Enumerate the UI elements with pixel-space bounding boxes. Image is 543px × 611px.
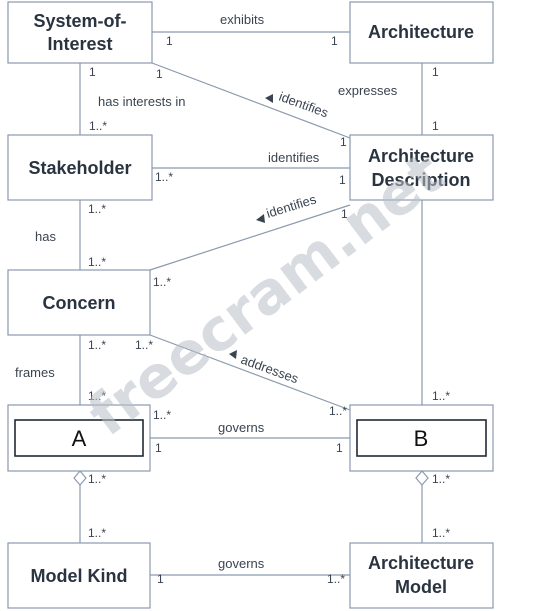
box-model-kind-label: Model Kind: [31, 566, 128, 586]
mult-expresses-top: 1: [432, 65, 439, 79]
mult-soi-ad-top: 1: [156, 67, 163, 81]
box-system-of-interest-line2: Interest: [47, 34, 112, 54]
box-a-label: A: [72, 426, 87, 451]
label-frames: frames: [15, 365, 55, 380]
label-identifies-stakeholder: identifies: [268, 150, 320, 165]
label-governs-model: governs: [218, 556, 265, 571]
box-system-of-interest-line1: System-of-: [33, 11, 126, 31]
box-architecture-label: Architecture: [368, 22, 474, 42]
box-architecture-description: [349, 134, 494, 201]
mult-concern-ad-left: 1..*: [153, 275, 171, 289]
mult-soi-stakeholder-top: 1: [89, 65, 96, 79]
box-architecture-description-line2: Description: [371, 170, 470, 190]
label-governs-ab: governs: [218, 420, 265, 435]
mult-soi-ad-bottom: 1: [340, 135, 347, 149]
mult-frames-top: 1..*: [88, 338, 106, 352]
box-concern: [7, 269, 151, 336]
mult-governs-ab-left: 1: [155, 441, 162, 455]
box-architecture-model-line1: Architecture: [368, 553, 474, 573]
aggregation-diamond-a: [73, 470, 87, 486]
mult-governs-model-right: 1..*: [327, 572, 345, 586]
mult-governs-ab-right: 1: [336, 441, 343, 455]
mult-expresses-bottom: 1: [432, 119, 439, 133]
label-identifies-soi: identifies: [277, 89, 331, 121]
mult-a-modelkind-top: 1..*: [88, 472, 106, 486]
mult-ad-b-bottom: 1..*: [432, 389, 450, 403]
edge-concern-ad: [149, 204, 351, 271]
aggregation-diamond-b: [415, 470, 429, 486]
mult-exhibits-soi: 1: [166, 34, 173, 48]
mult-b-model-top: 1..*: [432, 472, 450, 486]
box-stakeholder: [7, 134, 153, 201]
box-architecture: [349, 1, 494, 64]
mult-addresses-right: 1..*: [329, 404, 347, 418]
box-model-kind: [7, 542, 151, 609]
box-b-inner: [356, 419, 487, 457]
mult-frames-bottom: 1..*: [88, 389, 106, 403]
box-stakeholder-label: Stakeholder: [28, 158, 131, 178]
box-architecture-model-line2: Model: [395, 577, 447, 597]
mult-b-model-bottom: 1..*: [432, 526, 450, 540]
mult-governs-model-left: 1: [157, 572, 164, 586]
label-addresses: addresses: [239, 352, 301, 387]
label-has-interests-in: has interests in: [98, 94, 185, 109]
mult-stakeholder-concern-top: 1..*: [88, 202, 106, 216]
box-architecture-model: [349, 542, 494, 609]
mult-stakeholder-ad-right: 1: [339, 173, 346, 187]
label-has: has: [35, 229, 56, 244]
label-identifies-concern: identifies: [264, 191, 318, 220]
arrow-addresses-icon: [229, 350, 237, 359]
edge-soi-ad: [151, 62, 351, 139]
mult-concern-ad-right: 1: [341, 207, 348, 221]
mult-stakeholder-ad-left: 1..*: [155, 170, 173, 184]
edge-addresses: [149, 334, 351, 411]
label-exhibits: exhibits: [220, 12, 265, 27]
mult-governs-ab-left-top: 1..*: [153, 408, 171, 422]
arrow-identifies-soi-icon: [265, 94, 273, 103]
box-b-label: B: [414, 426, 429, 451]
box-system-of-interest: [7, 1, 153, 64]
mult-stakeholder-concern-bottom: 1..*: [88, 255, 106, 269]
box-architecture-description-line1: Architecture: [368, 146, 474, 166]
mult-soi-stakeholder-bottom: 1..*: [89, 119, 107, 133]
box-a-inner: [14, 419, 144, 457]
mult-a-modelkind-bottom: 1..*: [88, 526, 106, 540]
mult-addresses-left: 1..*: [135, 338, 153, 352]
box-concern-label: Concern: [42, 293, 115, 313]
mult-exhibits-architecture: 1: [331, 34, 338, 48]
arrow-identifies-concern-icon: [256, 214, 265, 223]
label-expresses: expresses: [338, 83, 398, 98]
